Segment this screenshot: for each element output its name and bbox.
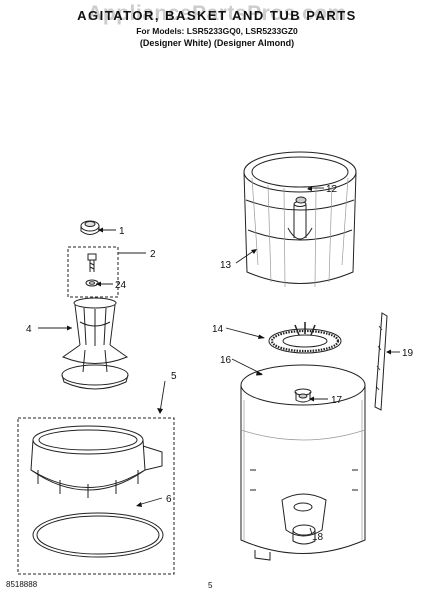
finish-options: (Designer White) (Designer Almond) — [139, 38, 295, 48]
leader-lines — [38, 187, 400, 535]
basket-drive-nut[interactable] — [295, 196, 307, 204]
seal-kit-box — [17, 417, 175, 575]
callout-13: 13 — [220, 260, 232, 271]
agitator-cap[interactable] — [80, 220, 100, 235]
watermark: AppliancePartsPros.com — [87, 2, 347, 25]
callout-2: 2 — [150, 249, 156, 260]
model-numbers: For Models: LSR5233GQ0, LSR5233GZ0 — [136, 26, 298, 36]
tub-ring[interactable] — [30, 425, 163, 498]
callout-24: 24 — [115, 280, 127, 291]
agitator[interactable] — [61, 297, 129, 390]
diagram-code: 8518888 — [6, 580, 38, 589]
page-number: 5 — [208, 581, 213, 590]
callout-4: 4 — [26, 324, 32, 335]
spanner-nut[interactable] — [268, 322, 342, 354]
tub-hub-boot[interactable] — [292, 524, 316, 545]
callout-19: 19 — [402, 348, 414, 359]
tub-gasket[interactable] — [374, 312, 388, 411]
leader-arrowheads — [67, 186, 391, 507]
bolt-washer-kit[interactable] — [67, 246, 119, 298]
diagram-title: AGITATOR, BASKET AND TUB PARTS — [77, 8, 357, 23]
wash-basket[interactable] — [243, 151, 357, 288]
callout-1: 1 — [119, 226, 125, 237]
callout-6: 6 — [166, 494, 172, 505]
callout-labels: 1 2 24 4 5 6 12 13 14 16 17 19 18 — [26, 184, 414, 543]
callout-17: 17 — [331, 395, 343, 406]
callout-14: 14 — [212, 324, 224, 335]
callout-5: 5 — [171, 371, 177, 382]
callout-16: 16 — [220, 355, 232, 366]
tub-bearing[interactable] — [298, 393, 308, 399]
seal-ring[interactable] — [32, 512, 164, 558]
callout-18: 18 — [312, 532, 324, 543]
callout-12: 12 — [326, 184, 338, 195]
